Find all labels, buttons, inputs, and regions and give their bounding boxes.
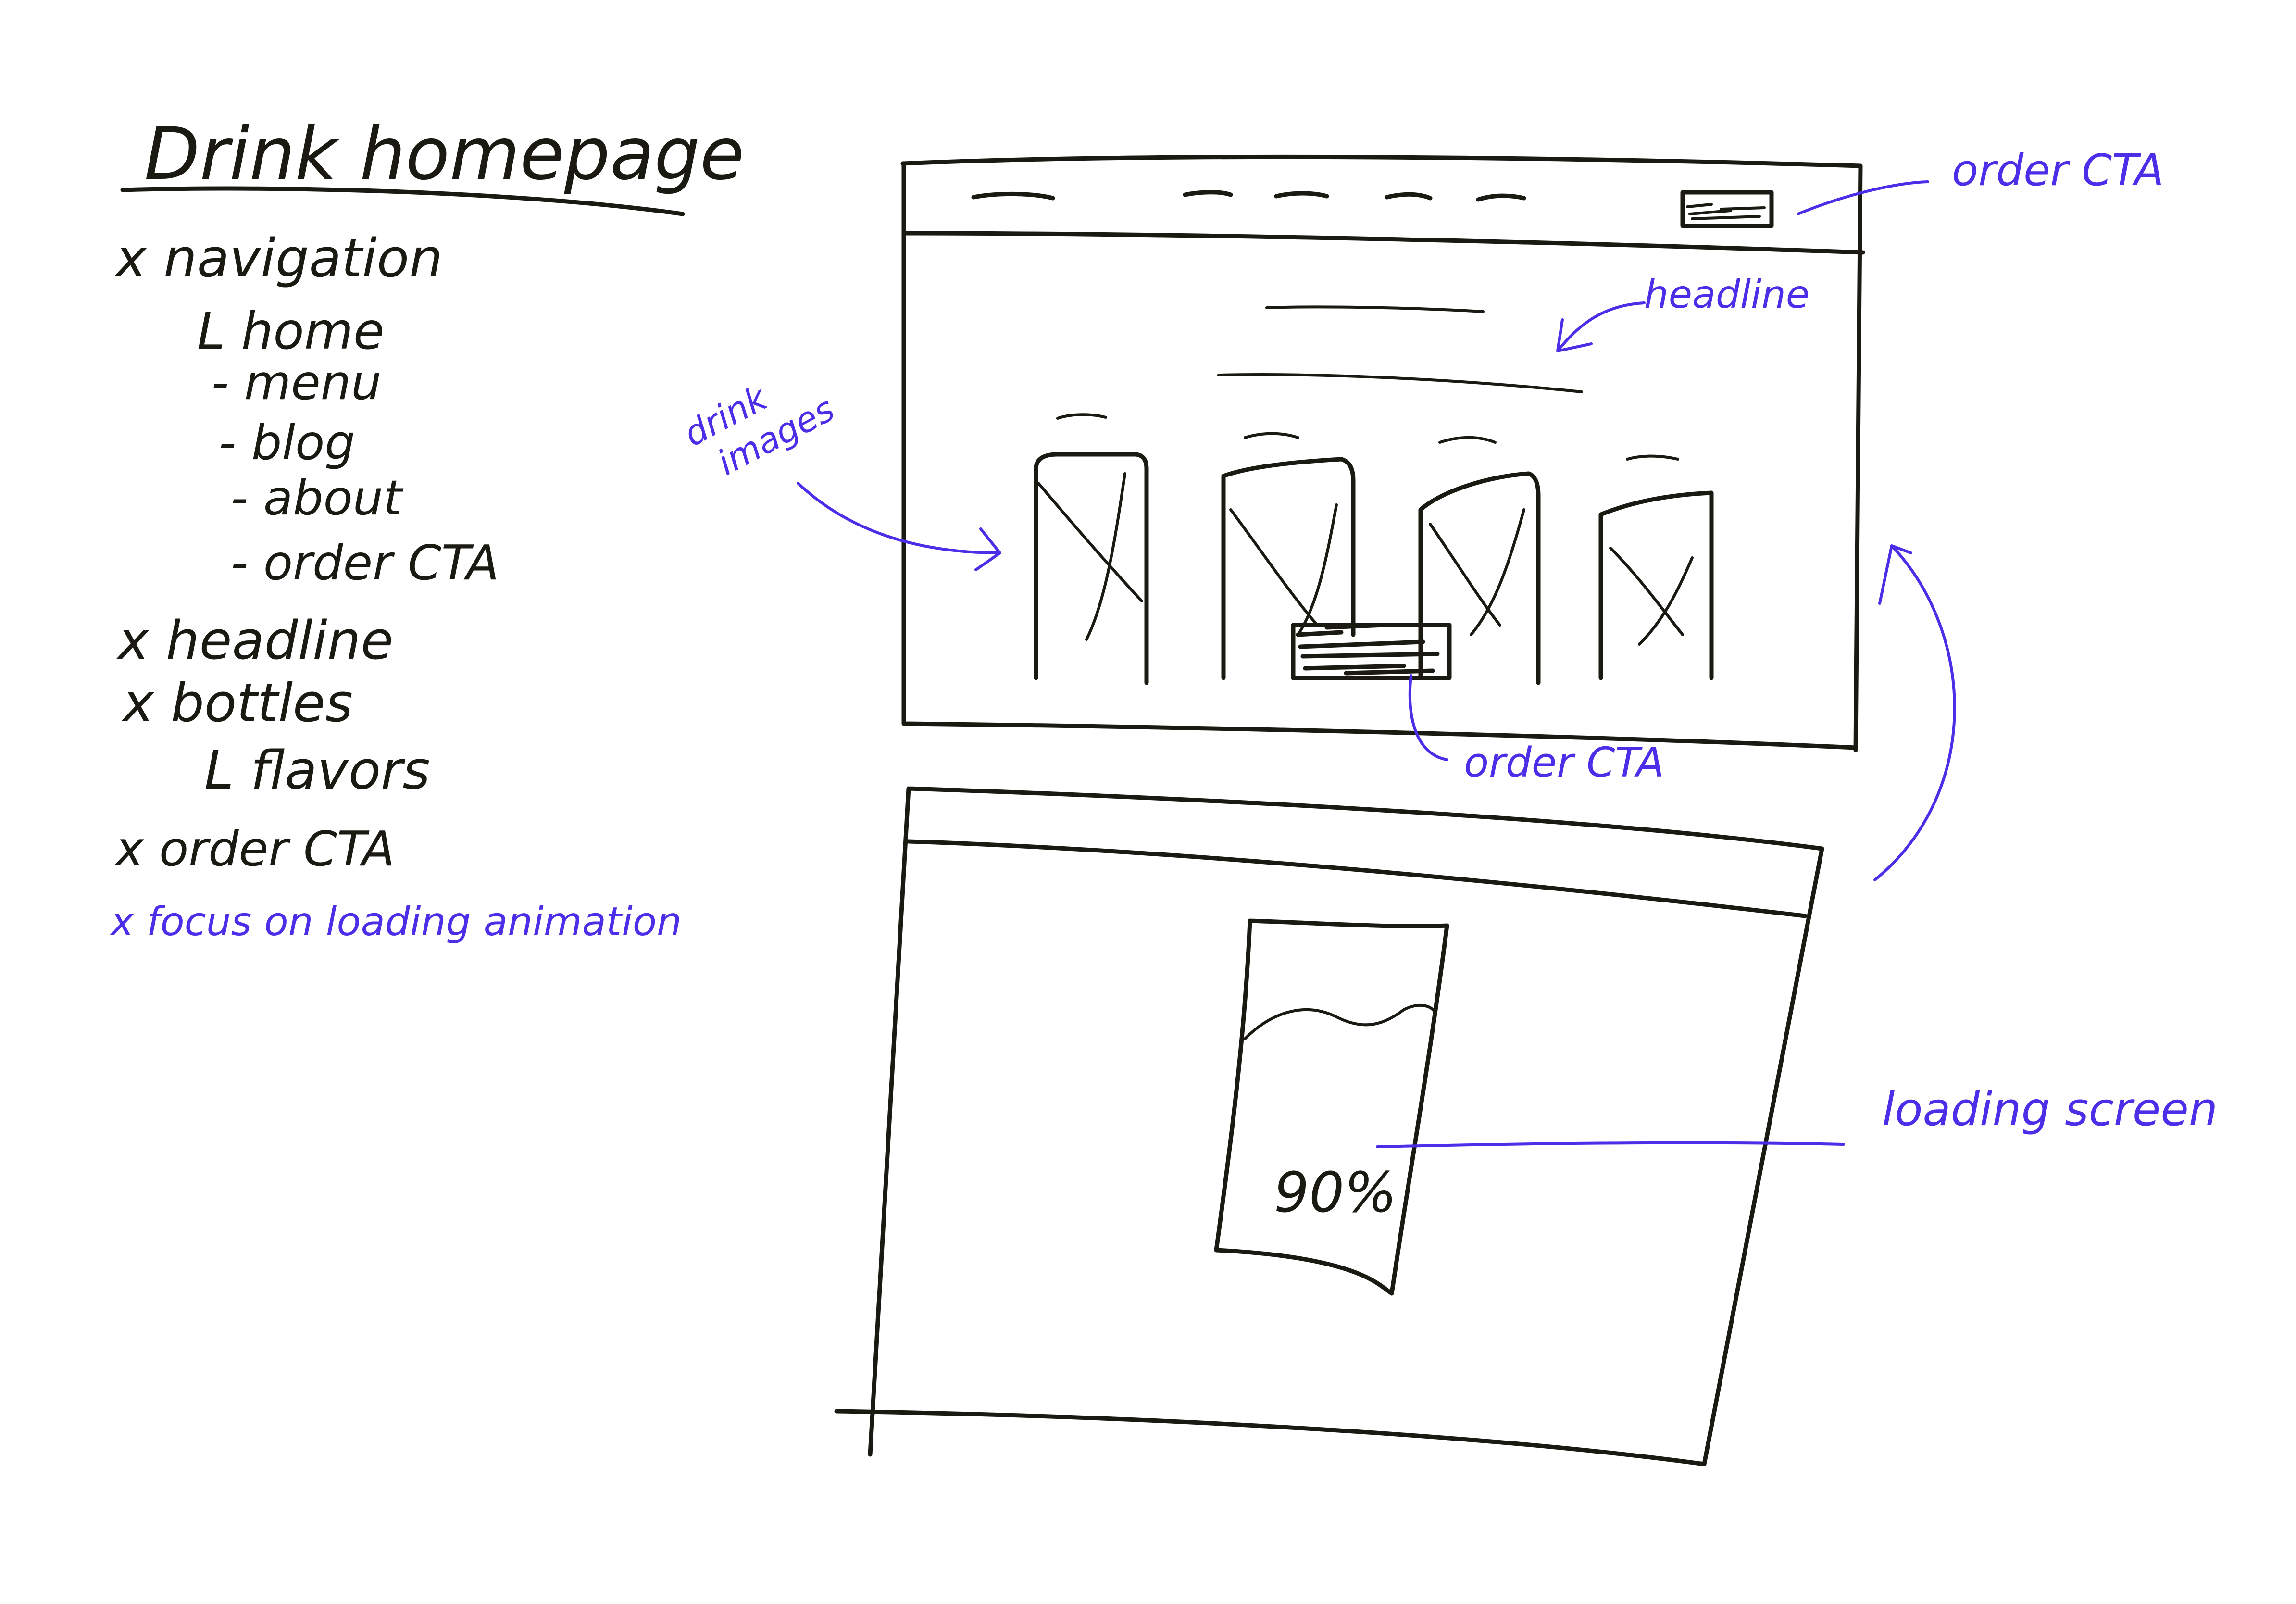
headline-line-1 [1265, 305, 1485, 313]
loading-percent: 90% [1274, 1161, 1397, 1225]
leader-loading-screen [1376, 1141, 1845, 1148]
liquid-surface [1244, 1003, 1436, 1040]
label-headline: headline [1644, 272, 1809, 317]
title-underline [120, 186, 685, 216]
logo-mark [971, 191, 1055, 200]
note-home: L home [197, 302, 385, 361]
note-order-cta-2: x order CTA [114, 821, 395, 877]
label-loading-screen: loading screen [1882, 1083, 2218, 1136]
drink-bottle-3 [1418, 436, 1541, 685]
notes-list: Drink homepage x navigation L home - men… [109, 113, 744, 945]
loading-glass: 90% [1214, 918, 1449, 1296]
transition-arrow [1873, 544, 1956, 881]
note-about: - about [231, 470, 404, 526]
leader-order-cta-top [1797, 180, 1929, 215]
annotations: order CTA headline drink images order CT… [677, 145, 2218, 1148]
note-bottles: x bottles [121, 672, 353, 734]
nav-item-home [1183, 190, 1233, 197]
nav-item-blog [1385, 192, 1433, 200]
label-order-cta-top: order CTA [1952, 145, 2164, 196]
note-blog: - blog [219, 414, 355, 471]
loading-frame [834, 786, 1824, 1466]
nav-order-cta-button [1680, 190, 1774, 228]
headline-line-2 [1217, 373, 1583, 393]
loading-wireframe: 90% [834, 786, 1824, 1466]
nav-item-about [1476, 193, 1526, 202]
drink-bottle-4 [1598, 454, 1714, 680]
note-menu: - menu [212, 354, 382, 411]
drink-bottle-1 [1034, 413, 1149, 685]
leader-order-cta-bottom [1408, 674, 1448, 761]
notes-title: Drink homepage [144, 113, 744, 196]
nav-divider [902, 231, 1865, 255]
loading-nav-divider [906, 839, 1808, 918]
note-navigation: x navigation [114, 227, 443, 289]
homepage-wireframe [900, 154, 1865, 752]
note-flavors: L flavors [204, 739, 430, 801]
label-order-cta-bottom: order CTA [1464, 739, 1664, 787]
order-cta-button [1291, 623, 1452, 680]
note-loading-animation: x focus on loading animation [109, 899, 682, 945]
leader-headline [1556, 301, 1646, 352]
leader-drink-images [797, 482, 1001, 571]
note-headline: x headline [116, 610, 393, 671]
nav-item-menu [1274, 191, 1329, 199]
note-order-cta: - order CTA [231, 535, 499, 591]
homepage-frame [900, 154, 1863, 752]
drink-bottle-2 [1221, 432, 1356, 680]
